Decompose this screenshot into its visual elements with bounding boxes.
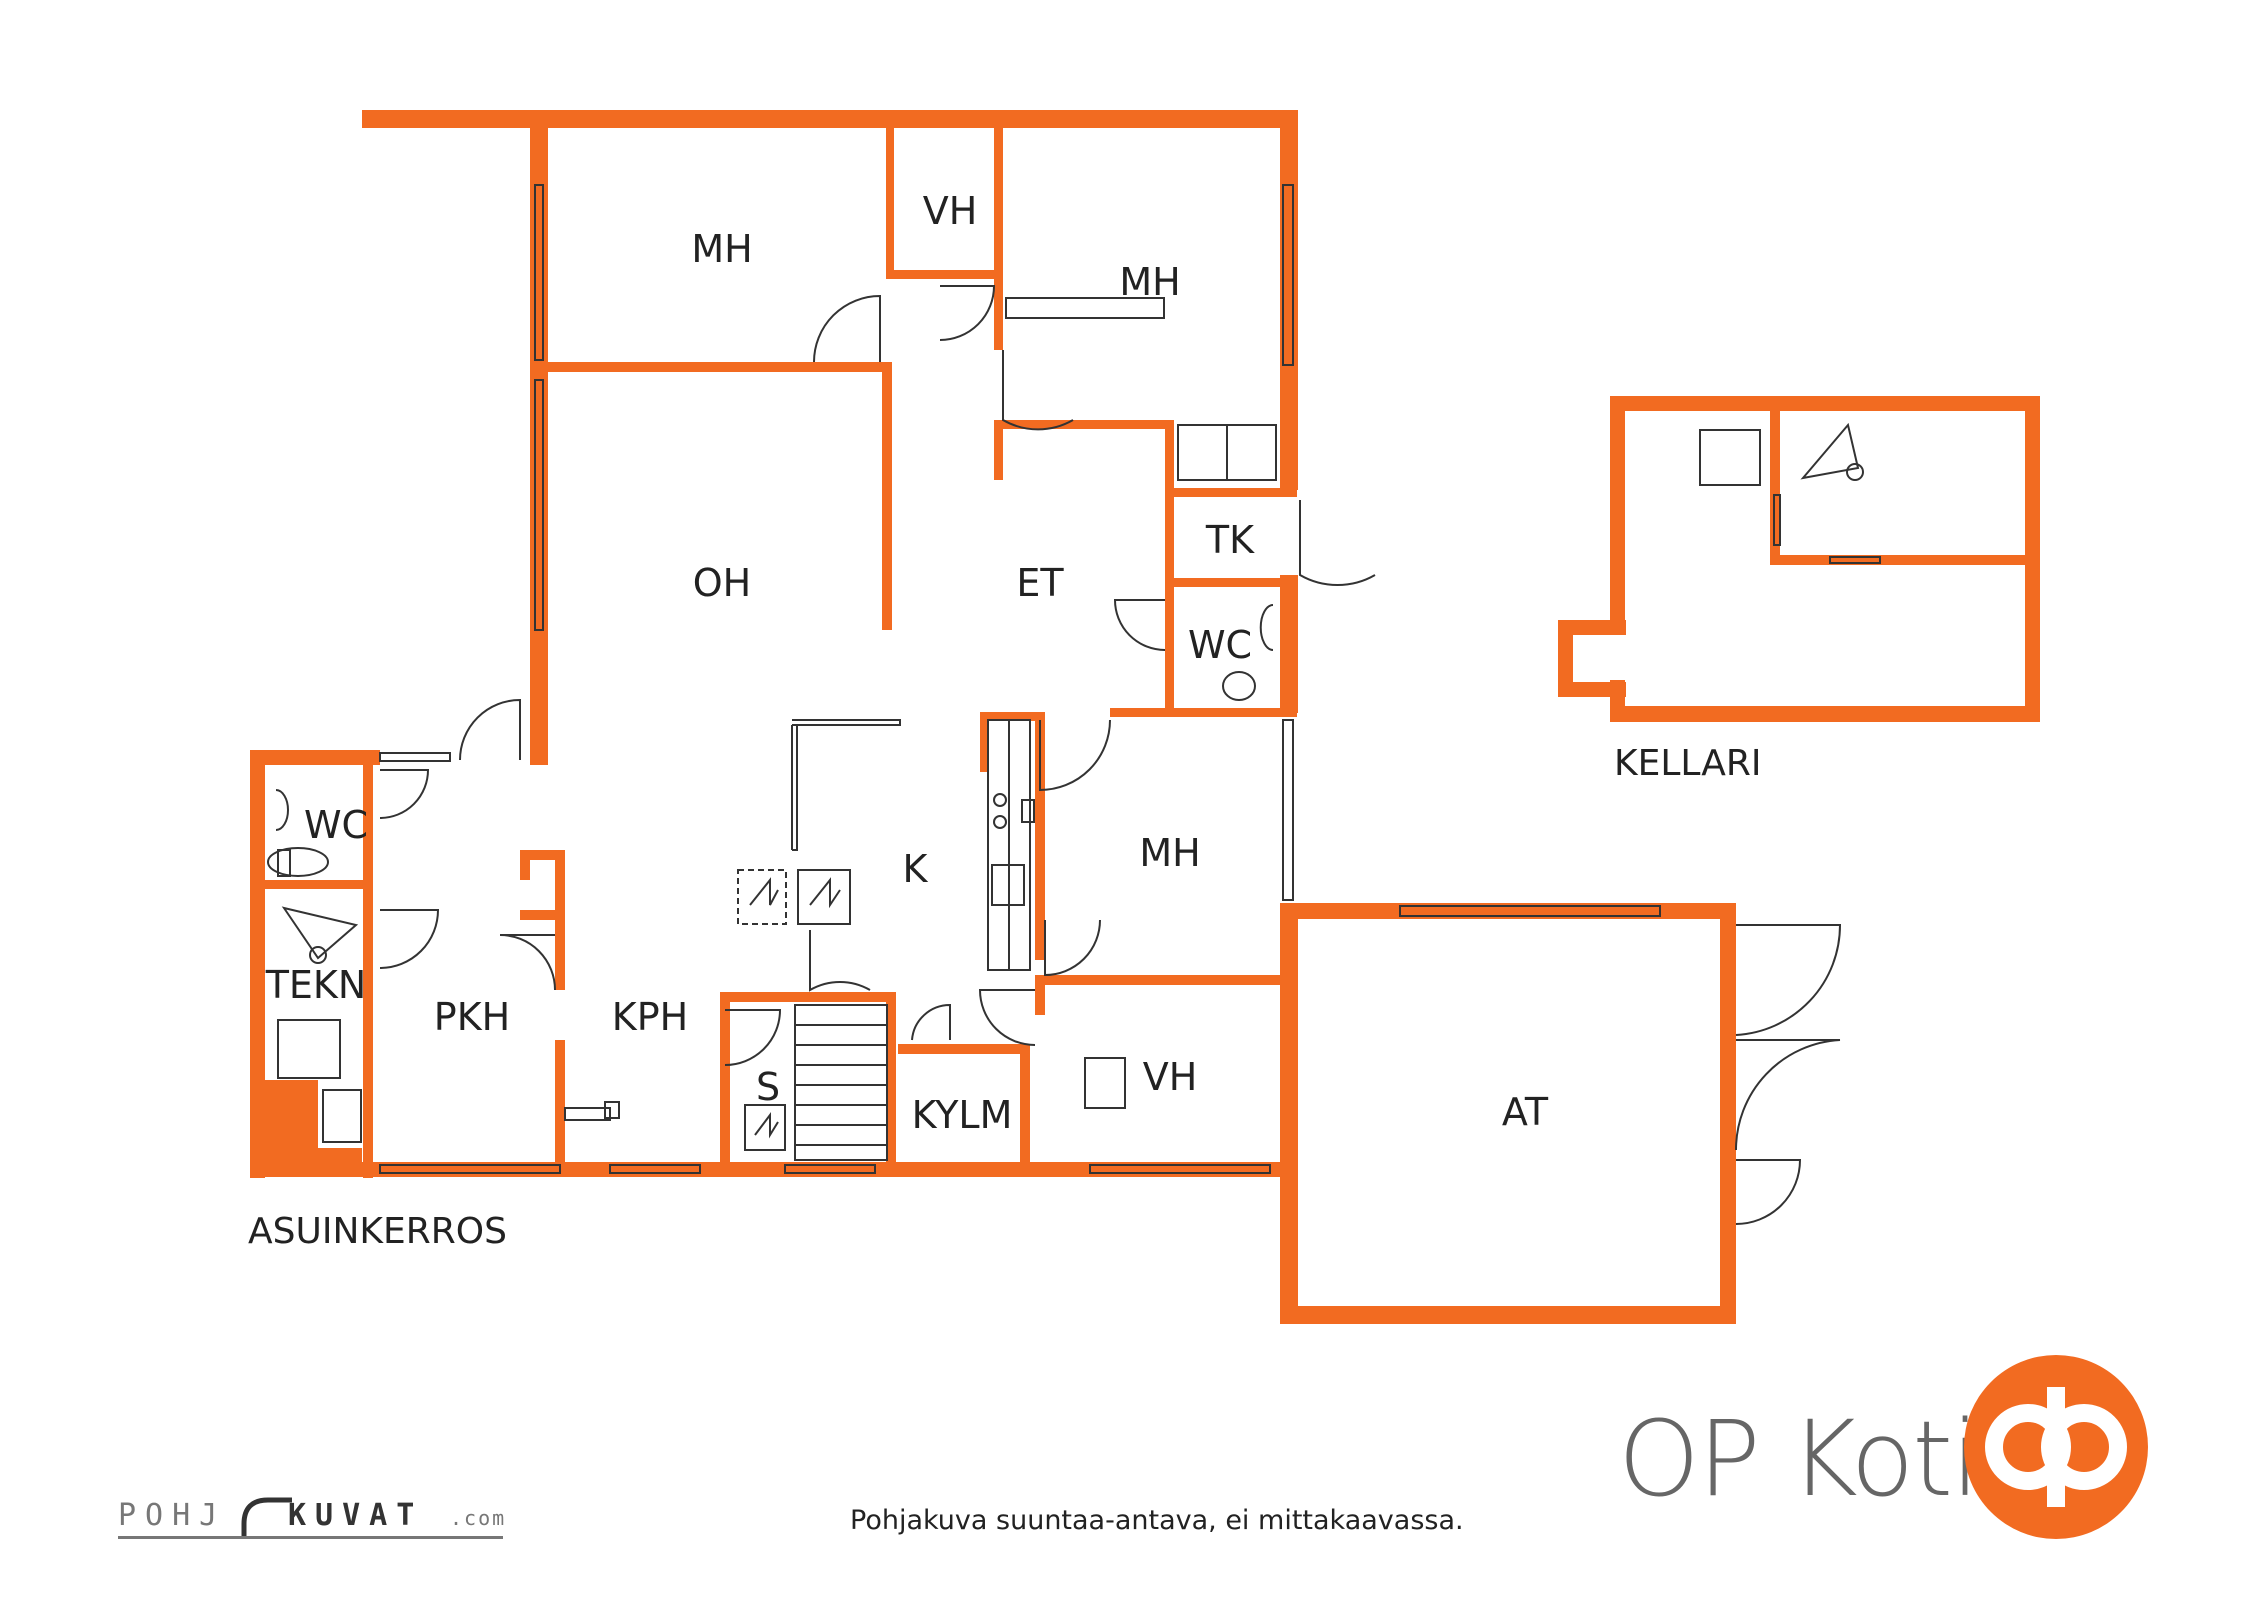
basement-fixtures <box>1699 422 1881 564</box>
stairs <box>794 1004 888 1161</box>
fixtures <box>267 297 1277 1151</box>
section-labels: ASUINKERROS KELLARI <box>248 743 1762 1252</box>
room-label-wc-1: WC <box>304 803 368 847</box>
doors <box>379 285 1842 1225</box>
room-label-kylm: KYLM <box>912 1093 1013 1137</box>
room-label-pkh: PKH <box>434 995 510 1039</box>
credit-underline <box>118 1536 503 1539</box>
room-label-oh: OH <box>693 561 751 605</box>
room-label-k: K <box>903 847 929 891</box>
windows <box>379 184 1661 1174</box>
brand-name: OP Koti <box>1618 1398 1980 1520</box>
room-label-vh-2: VH <box>1143 1055 1198 1099</box>
room-label-tk: TK <box>1205 518 1255 562</box>
pohjakuvat-credit: POHJ KUVAT .com <box>118 1494 508 1544</box>
section-label-kellari: KELLARI <box>1614 743 1762 784</box>
room-label-tekn: TEKN <box>265 963 367 1007</box>
credit-hook-icon <box>241 1497 292 1536</box>
room-label-kph: KPH <box>612 995 688 1039</box>
credit-text-left: POHJ <box>118 1498 227 1533</box>
room-label-mh-3: MH <box>1139 831 1200 875</box>
credit-text-right: KUVAT <box>288 1498 424 1533</box>
room-label-et: ET <box>1016 561 1064 605</box>
room-label-mh-1: MH <box>691 227 752 271</box>
section-label-asuinkerros: ASUINKERROS <box>248 1211 507 1252</box>
interior-walls <box>250 118 1297 1178</box>
room-label-vh-1: VH <box>923 189 978 233</box>
room-labels: MH VH MH OH ET TK WC WC TEKN PKH KPH K S… <box>265 189 1549 1137</box>
room-label-wc-2: WC <box>1188 623 1252 667</box>
credit-domain: .com <box>450 1506 507 1530</box>
room-label-s: S <box>756 1065 780 1109</box>
room-label-mh-2: MH <box>1119 260 1180 304</box>
basement-walls <box>1558 396 2040 722</box>
room-label-at: AT <box>1502 1090 1549 1134</box>
op-logo-icon <box>1964 1355 2148 1539</box>
disclaimer-text: Pohjakuva suuntaa-antava, ei mittakaavas… <box>850 1505 1464 1536</box>
